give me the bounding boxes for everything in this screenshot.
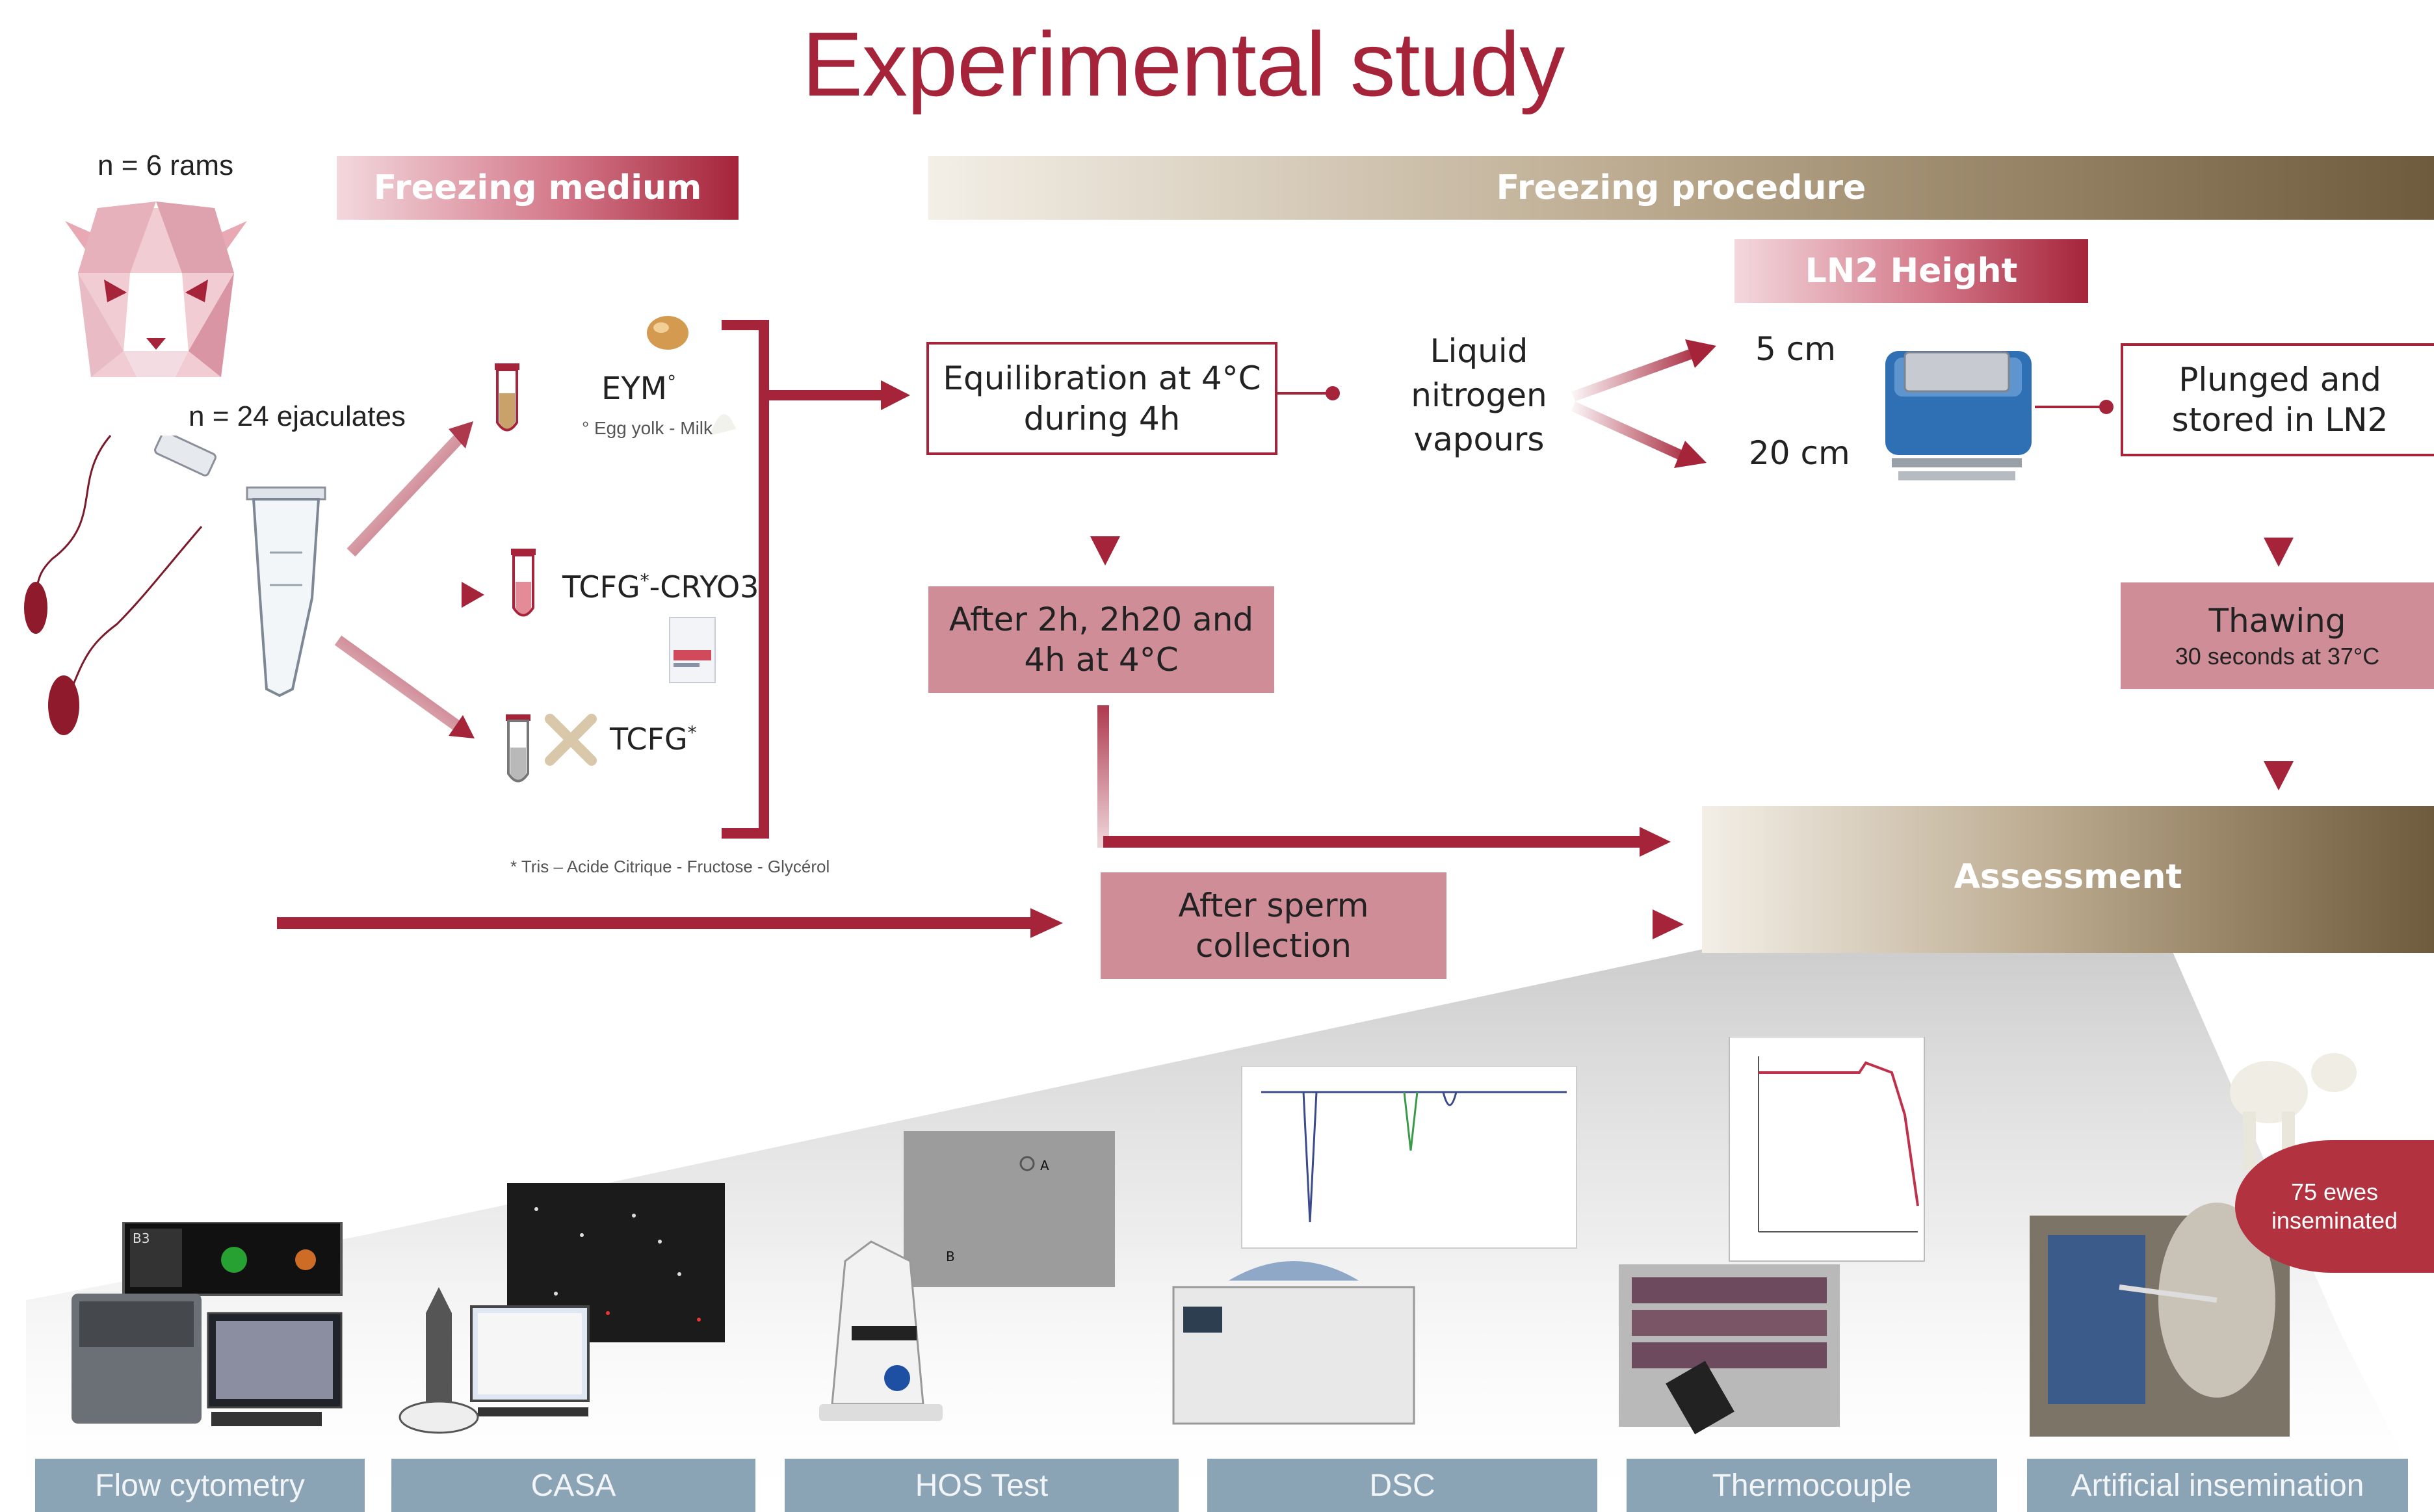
egg-icon: [647, 316, 688, 350]
tcfg-cryo3-label: TCFG*-CRYO3: [562, 569, 759, 605]
thawing-title: Thawing: [2208, 602, 2346, 640]
tcfg-tube-icon: [506, 714, 530, 783]
thawing-box: Thawing 30 seconds at 37°C: [2121, 582, 2434, 689]
flow-cytometer-image: B3: [72, 1222, 343, 1426]
insemination-image: [2030, 1053, 2357, 1437]
liquid-nitrogen-line-1: Liquid: [1430, 332, 1528, 370]
after-2h-box: After 2h, 2h20 and 4h at 4°C: [928, 586, 1274, 693]
method-hos-test: HOS Test: [785, 1459, 1179, 1512]
plunged-box: Plunged and stored in LN2: [2121, 343, 2434, 456]
plunged-line-2: stored in LN2: [2171, 401, 2388, 439]
after-2h-line-2: 4h at 4°C: [1024, 641, 1179, 679]
tcfg-cryo3-tube-icon: [511, 549, 536, 617]
assessment-banner: Assessment: [1702, 806, 2434, 953]
cross-icon: [545, 714, 597, 766]
hos-panel-label-b: B: [946, 1249, 955, 1264]
after-2h-line-1: After 2h, 2h20 and: [949, 600, 1254, 638]
cryo3-box-icon: [669, 617, 716, 683]
eym-note: ° Egg yolk - Milk: [582, 418, 713, 438]
ewes-line-1: 75 ewes: [2290, 1179, 2379, 1205]
ewes-line-2: inseminated: [2271, 1207, 2398, 1234]
sheep-icon: [65, 202, 247, 377]
ewes-badge: 75 ewes inseminated: [2235, 1140, 2434, 1273]
casa-image: [399, 1183, 725, 1434]
dsc-image: [1172, 1066, 1577, 1425]
sperm-cells-icon: [24, 435, 203, 735]
method-flow-cytometry: Flow cytometry: [35, 1459, 365, 1512]
eym-label: EYM°: [601, 371, 677, 407]
flow-panel-tag: B3: [133, 1231, 150, 1246]
eppendorf-tube-icon: [154, 436, 326, 697]
freezing-medium-banner: Freezing medium: [337, 156, 739, 220]
hos-test-image: A B: [819, 1131, 1115, 1421]
method-casa: CASA: [391, 1459, 755, 1512]
method-dsc: DSC: [1207, 1459, 1597, 1512]
rams-count: n = 6 rams: [98, 150, 234, 181]
plunged-line-1: Plunged and: [2179, 360, 2381, 398]
liquid-nitrogen-label: Liquid nitrogen vapours: [1391, 329, 1567, 462]
equilibration-line-1: Equilibration at 4°C: [943, 359, 1261, 397]
thawing-subtitle: 30 seconds at 37°C: [2175, 642, 2380, 670]
page-title: Experimental study: [802, 13, 1565, 115]
after-collection-line-2: collection: [1196, 927, 1352, 965]
equilibration-box: Equilibration at 4°C during 4h: [926, 342, 1277, 455]
after-collection-line-1: After sperm: [1178, 886, 1369, 924]
equilibration-line-2: during 4h: [1023, 400, 1181, 437]
ln2-box-icon: [1885, 351, 2032, 480]
medium-footnote: * Tris – Acide Citrique - Fructose - Gly…: [510, 857, 830, 876]
ejaculates-count: n = 24 ejaculates: [189, 400, 406, 432]
method-artificial-insemination: Artificial insemination: [2027, 1459, 2408, 1512]
hos-panel-label-a: A: [1040, 1158, 1049, 1173]
liquid-nitrogen-line-3: vapours: [1413, 421, 1545, 458]
after-collection-box: After sperm collection: [1101, 872, 1446, 979]
tcfg-label: TCFG*: [610, 722, 697, 757]
thermocouple-image: [1619, 1037, 1925, 1435]
liquid-nitrogen-line-2: nitrogen: [1411, 376, 1547, 414]
ln2-height-banner: LN2 Height: [1734, 239, 2088, 303]
height-20cm-label: 20 cm: [1749, 434, 1850, 472]
freezing-procedure-banner: Freezing procedure: [928, 156, 2434, 220]
milk-icon: [710, 414, 736, 436]
method-thermocouple: Thermocouple: [1627, 1459, 1997, 1512]
eym-tube-icon: [495, 363, 519, 432]
height-5cm-label: 5 cm: [1755, 330, 1836, 368]
